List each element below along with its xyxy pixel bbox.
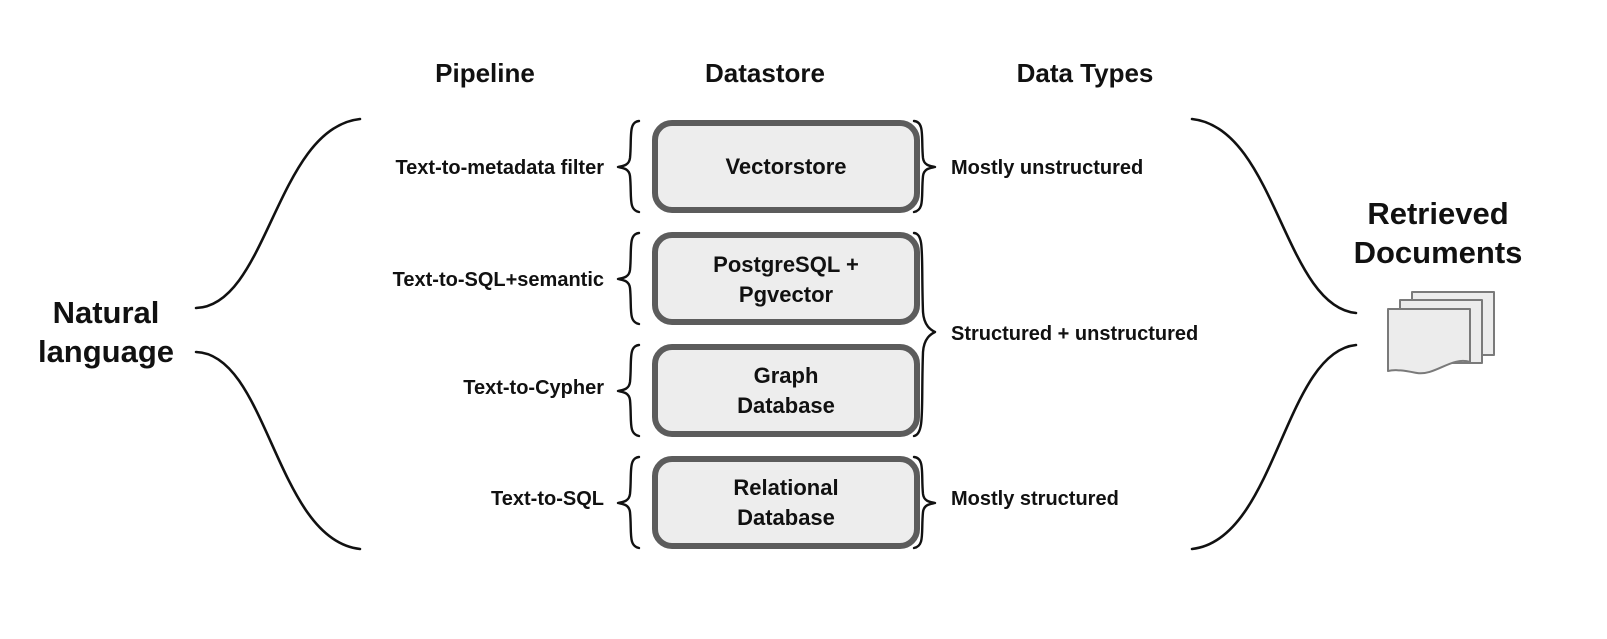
datastore-label-3-line2: Database [737, 505, 835, 530]
datastore-box-vectorstore[interactable]: Vectorstore [652, 120, 920, 213]
flow-curve-left-lower [194, 350, 362, 551]
pipeline-label-row-1: Text-to-SQL+semantic [393, 269, 604, 291]
brace-right-group-0 [912, 119, 937, 214]
datastore-label-2-line1: Graph [754, 363, 819, 388]
retrieved-documents-label: Retrieved Documents [1354, 196, 1523, 270]
datastore-box-rect-0[interactable] [652, 120, 920, 213]
documents-stack-icon [1387, 291, 1495, 375]
natural-language-label: Natural language [38, 295, 174, 369]
brace-left-row-0 [616, 119, 641, 214]
datastore-box-postgresql-pgvector[interactable]: PostgreSQL + Pgvector [652, 232, 920, 325]
datastore-box-rect-1[interactable] [652, 232, 920, 325]
column-header-pipeline: Pipeline [435, 58, 535, 88]
datastore-box-graph-database[interactable]: Graph Database [652, 344, 920, 437]
data-type-label-group-2: Mostly structured [951, 488, 1119, 510]
datastore-box-relational-database[interactable]: Relational Database [652, 456, 920, 549]
datastore-box-rect-3[interactable] [652, 456, 920, 549]
pipeline-label-row-3: Text-to-SQL [491, 488, 604, 510]
column-header-data-types: Data Types [1017, 58, 1154, 88]
retrieved-documents-line1: Retrieved [1367, 196, 1508, 231]
document-page-front [1387, 308, 1471, 375]
retrieved-documents-line2: Documents [1354, 235, 1523, 270]
data-type-label-group-0: Mostly unstructured [951, 157, 1143, 179]
datastore-label-0-line1: Vectorstore [725, 154, 846, 179]
brace-left-row-3 [616, 455, 641, 550]
brace-right-group-2 [912, 455, 937, 550]
column-header-datastore: Datastore [705, 58, 825, 88]
natural-language-line1: Natural [53, 295, 160, 330]
datastore-label-1-line1: PostgreSQL + [713, 252, 859, 277]
data-type-label-group-1: Structured + unstructured [951, 323, 1198, 345]
pipeline-label-row-2: Text-to-Cypher [463, 377, 604, 399]
brace-left-row-2 [616, 343, 641, 438]
flow-curve-right-lower [1190, 343, 1358, 551]
natural-language-line2: language [38, 334, 174, 369]
datastore-label-3-line1: Relational [733, 475, 838, 500]
flow-curve-right-upper [1190, 117, 1358, 315]
datastore-label-1-line2: Pgvector [739, 282, 834, 307]
brace-left-row-1 [616, 231, 641, 326]
datastore-label-2-line2: Database [737, 393, 835, 418]
pipeline-label-row-0: Text-to-metadata filter [395, 157, 604, 179]
datastore-box-rect-2[interactable] [652, 344, 920, 437]
brace-right-group-1 [912, 231, 937, 438]
flow-curve-left-upper [194, 117, 362, 310]
